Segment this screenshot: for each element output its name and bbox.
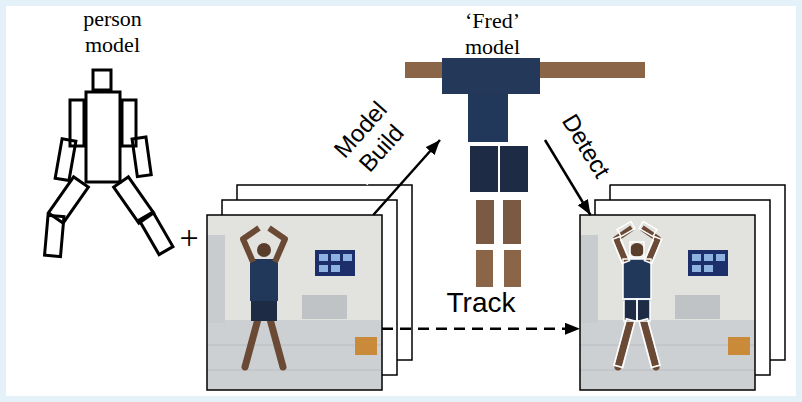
person-model-figure bbox=[45, 70, 173, 257]
fred-model: ‘Fred’ model bbox=[440, 8, 545, 300]
frame-border bbox=[207, 215, 382, 390]
detection-overlay bbox=[612, 222, 661, 368]
fred-shorts bbox=[500, 146, 528, 192]
plus-sign: + bbox=[179, 219, 198, 257]
model-forearm bbox=[132, 137, 151, 177]
person-model: person model bbox=[50, 6, 175, 261]
model-shin bbox=[139, 212, 173, 255]
fred-torso bbox=[468, 94, 508, 142]
video-frames bbox=[207, 215, 382, 390]
video-frames bbox=[580, 215, 755, 390]
model-torso bbox=[86, 92, 120, 182]
video-frame-photo bbox=[580, 215, 755, 390]
model-head bbox=[93, 70, 111, 90]
fred-arm bbox=[405, 62, 442, 78]
fred-arm bbox=[540, 62, 645, 78]
fred-shirt bbox=[442, 58, 540, 94]
dashed-arrow bbox=[382, 328, 580, 331]
node-label: person model bbox=[71, 6, 155, 58]
model-forearm bbox=[55, 139, 76, 181]
node-label: ‘Fred’ model bbox=[451, 8, 535, 60]
edge-label: Track bbox=[436, 287, 526, 319]
fred-thigh bbox=[503, 200, 521, 244]
fred-thigh bbox=[476, 200, 494, 244]
model-shin bbox=[45, 215, 64, 256]
fred-shorts bbox=[470, 146, 498, 192]
video-frame-photo bbox=[207, 215, 382, 390]
frame-border bbox=[580, 215, 755, 390]
